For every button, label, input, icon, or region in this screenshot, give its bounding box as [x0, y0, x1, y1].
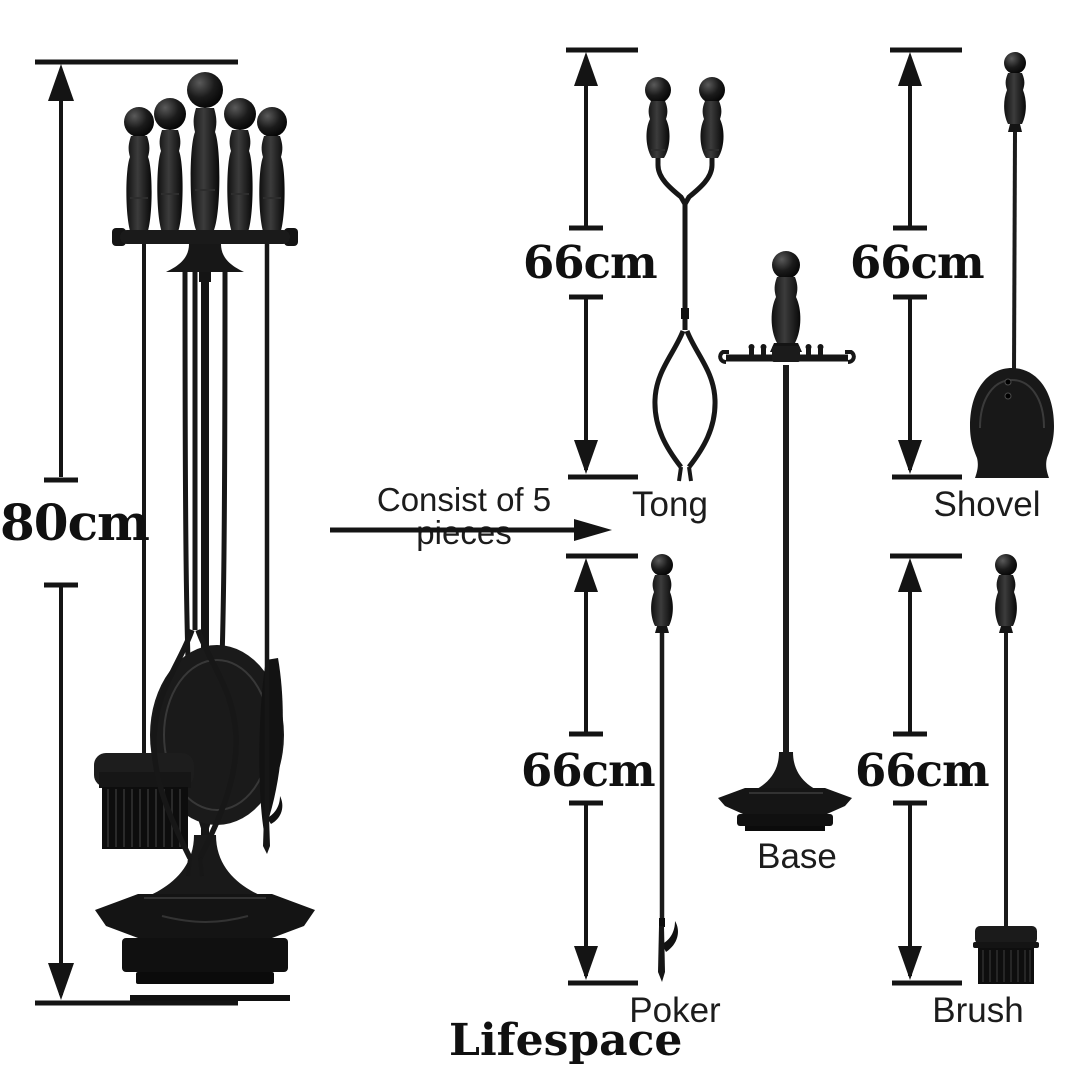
tong-height-label: 66cm: [523, 236, 658, 289]
tong-height-arrow: [566, 47, 638, 480]
brush-illustration: [973, 554, 1039, 984]
shovel-height-arrow: [890, 47, 962, 480]
tong-illustration: [645, 77, 725, 482]
poker-height-arrow: [566, 553, 638, 986]
base-illustration: [718, 251, 856, 831]
shovel-illustration: [970, 52, 1054, 478]
brush-height-arrow: [890, 553, 962, 986]
flow-arrow-icon: [330, 519, 612, 541]
base-label: Base: [757, 837, 837, 876]
shovel-height-label: 66cm: [850, 236, 985, 289]
complete-set-illustration: [94, 72, 315, 1001]
brand-watermark: Lifespace: [449, 1015, 683, 1066]
poker-illustration: [651, 554, 678, 982]
poker-height-label: 66cm: [521, 744, 656, 797]
main-set-height-label: 80cm: [0, 493, 150, 552]
main-set-height-arrow: [35, 59, 238, 1006]
brush-label: Brush: [932, 991, 1024, 1030]
shovel-label: Shovel: [933, 485, 1041, 524]
brush-height-label: 66cm: [855, 744, 990, 797]
tong-label: Tong: [632, 485, 708, 524]
poker-label: Poker: [629, 991, 721, 1030]
